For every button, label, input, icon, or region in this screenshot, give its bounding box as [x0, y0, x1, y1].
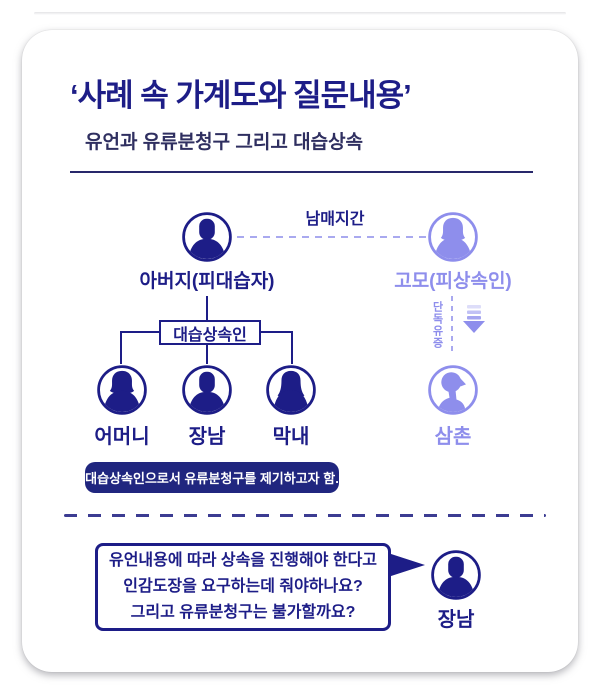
sole-bequest-label: 단독유증: [431, 301, 443, 349]
speaker-label: 장남: [437, 609, 475, 631]
question-line-2: 인감도장을 요구하는데 줘야하나요?: [123, 578, 363, 595]
question-speech-bubble: 유언내용에 따라 상속을 진행해야 한다고 인감도장을 요구하는데 줘야하나요?…: [95, 543, 391, 631]
father-label: 아버지(피대습자): [139, 271, 275, 292]
eldest-son-label: 장남: [188, 426, 226, 448]
uncle-person-icon: [427, 364, 479, 416]
tree-line-drop-mother: [120, 331, 122, 364]
sibling-dashed-connector: [237, 236, 427, 238]
bequest-dashed-line: [451, 296, 453, 354]
speech-bubble-tail: [388, 553, 425, 584]
note-badge: 대습상속인으로서 유류분청구를 제기하고자 함.: [85, 462, 339, 493]
youngest-person-icon: [265, 364, 317, 416]
youngest-label: 막내: [272, 426, 310, 448]
question-line-3: 그리고 유류분청구는 불가할까요?: [130, 604, 356, 621]
question-line-1: 유언내용에 따라 상속을 진행해야 한다고: [108, 552, 378, 569]
page-title: ‘사례 속 가계도와 질문내용’: [70, 78, 412, 113]
substitute-heir-box: 대습상속인: [159, 320, 261, 345]
father-person-icon: [181, 211, 233, 263]
previous-card-shadow: [34, 12, 566, 15]
speaker-person-icon: [430, 549, 482, 601]
mother-label: 어머니: [94, 426, 150, 448]
eldest-son-person-icon: [181, 364, 233, 416]
sibling-relation-label: 남매지간: [305, 211, 365, 228]
section-dashed-divider: [64, 514, 546, 517]
mother-person-icon: [96, 364, 148, 416]
header-divider-line: [70, 171, 533, 173]
tree-line-drop-youngest: [291, 331, 293, 364]
aunt-person-icon: [427, 211, 479, 263]
down-arrow-icon: [462, 304, 486, 339]
tree-line-drop-eldest-son: [206, 345, 208, 364]
aunt-label: 고모(피상속인): [394, 271, 512, 292]
page-subtitle: 유언과 유류분청구 그리고 대습상속: [85, 132, 364, 153]
uncle-label: 삼촌: [434, 426, 472, 448]
tree-line-father-to-box: [206, 296, 208, 321]
